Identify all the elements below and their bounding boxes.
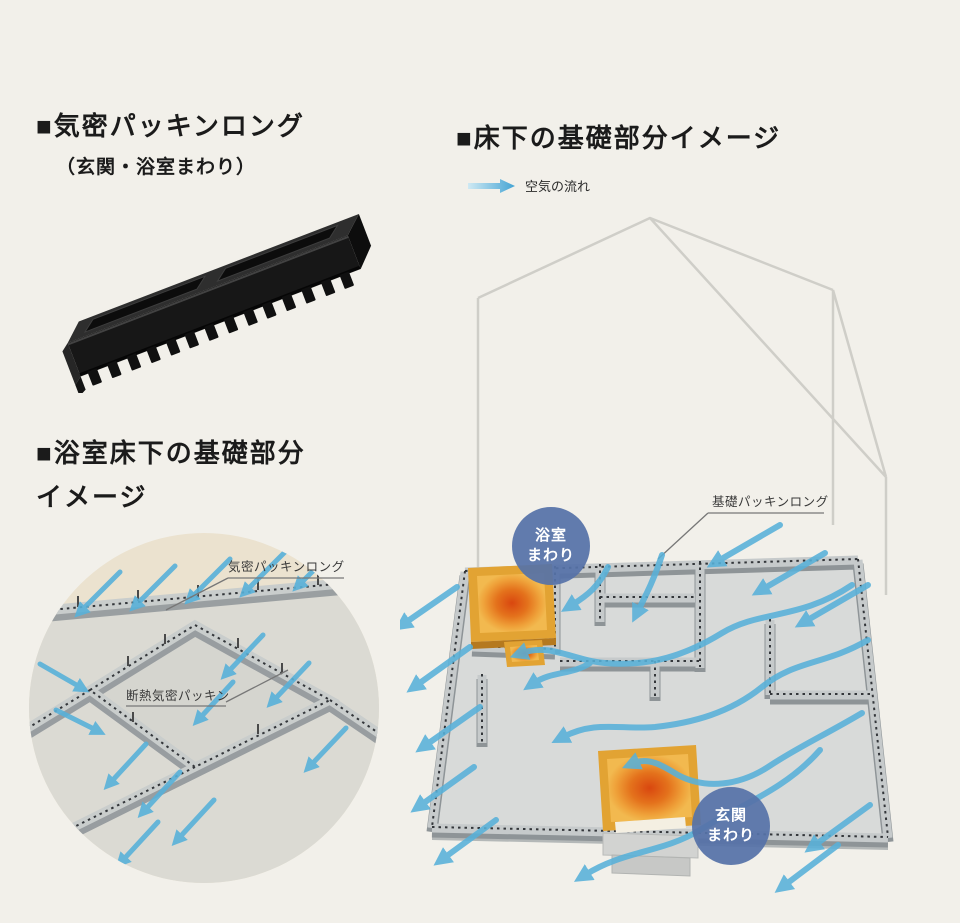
bathroom-underfloor-title-line1: ■浴室床下の基礎部分 <box>36 438 306 468</box>
foundation-packing-leader-line <box>657 512 824 560</box>
insulated-packing-label: 断熱気密パッキン <box>126 689 230 703</box>
underfloor-title: ■床下の基礎部分イメージ <box>456 123 782 153</box>
bathroom-underfloor-title-line2: イメージ <box>36 482 148 512</box>
air-flow-arrow-icon <box>468 178 515 193</box>
entrance-heat-unit <box>598 745 701 833</box>
packing-bar <box>62 214 372 393</box>
airtight-packing-label: 気密パッキンロング <box>228 560 345 574</box>
entrance-badge-line2: まわり <box>706 827 755 844</box>
underfloor-diagram: 基礎パッキンロング 浴室 まわり 玄関 まわり <box>394 195 945 918</box>
entrance-badge-line1: 玄関 <box>714 806 747 824</box>
air-flow-arrows <box>37 543 349 868</box>
foundation-packing-label: 基礎パッキンロング <box>712 495 829 509</box>
airtight-packing-product-image <box>62 214 372 393</box>
bathroom-badge-line2: まわり <box>526 547 575 564</box>
bathroom-badge-line1: 浴室 <box>534 526 567 544</box>
bathroom-underfloor-diagram: 気密パッキンロング 断熱気密パッキン <box>28 532 380 884</box>
airtight-packing-title: ■気密パッキンロング <box>36 111 305 141</box>
air-flow-arrows <box>394 522 873 893</box>
airtight-packing-leader-line <box>165 577 344 611</box>
air-flow-legend-label: 空気の流れ <box>525 179 591 194</box>
airtight-packing-subtitle: （玄関・浴室まわり） <box>56 157 257 178</box>
bathroom-underfloor-art <box>29 533 379 883</box>
entrance-area-badge: 玄関 まわり <box>692 787 770 865</box>
packing-front-face <box>67 235 361 377</box>
house-wireframe <box>476 216 888 595</box>
underfloor-diagram-art <box>394 216 945 893</box>
bathroom-area-badge: 浴室 まわり <box>512 507 590 585</box>
insulated-packing-leader-line <box>126 669 289 707</box>
packing-teeth <box>87 271 354 386</box>
air-flow-legend: 空気の流れ <box>468 176 590 195</box>
bathroom-heat-unit <box>468 564 556 667</box>
